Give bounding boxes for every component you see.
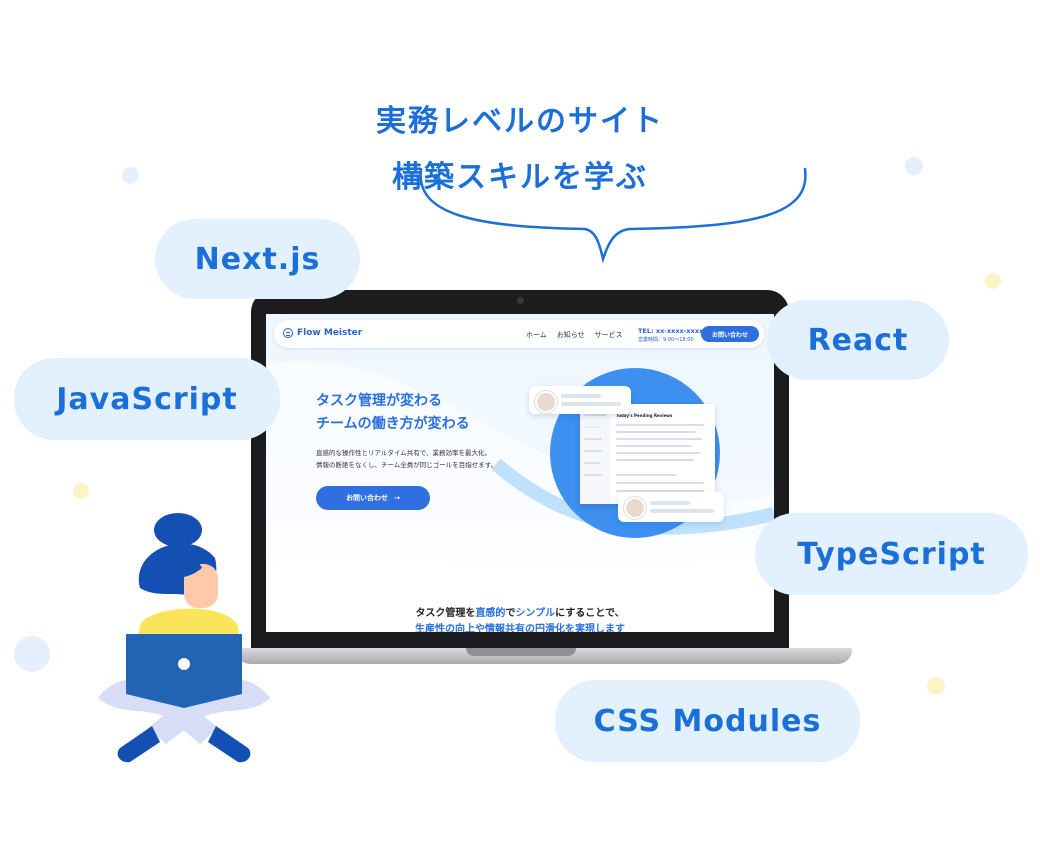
decor-dot: [73, 483, 89, 499]
logo-icon: [283, 328, 293, 338]
hero-title-line-2: チームの働き方が変わる: [316, 416, 470, 432]
headline: 実務レベルのサイト 構築スキルを学ぶ: [0, 94, 1040, 206]
profile-card-top: [529, 386, 631, 414]
laptop-camera: [517, 297, 524, 304]
tag-javascript: JavaScript: [14, 358, 280, 440]
hero-description-line-1: 直感的な操作性とリアルタイム共有で、業務効率を最大化。: [316, 449, 492, 457]
laptop-base: [236, 648, 852, 664]
hero-description: 直感的な操作性とリアルタイム共有で、業務効率を最大化。 情報の断絶をなくし、チー…: [316, 447, 497, 471]
avatar: [535, 391, 557, 413]
feature-statement-line-2: 生産性の向上や情報共有の円滑化を実現します: [415, 624, 625, 632]
nav-link-news[interactable]: お知らせ: [556, 331, 585, 339]
dashboard-title: Today's Pending Reviews: [616, 413, 673, 418]
tel-number: TEL: xx-xxxx-xxxx: [638, 327, 704, 335]
hero-title-line-1: タスク管理が変わる: [316, 393, 442, 409]
dashboard-sidebar: [580, 404, 610, 504]
nav-link-service[interactable]: サービス: [594, 331, 623, 339]
profile-card-bottom: [618, 492, 724, 522]
tag-react: React: [767, 300, 949, 380]
decor-dot: [985, 273, 1001, 289]
hero-wave: [266, 361, 774, 632]
hero-title: タスク管理が変わる チームの働き方が変わる: [316, 390, 470, 436]
laptop-screen: Flow Meister ホーム お知らせ サービス TEL: xx-xxxx-…: [266, 314, 774, 632]
statement-text: タスク管理を: [415, 608, 476, 619]
speech-bubble-tail: [419, 167, 807, 264]
feature-statement-line-1: タスク管理を直感的でシンプルにすることで、: [266, 606, 774, 622]
site-nav-links: ホーム お知らせ サービス: [526, 330, 623, 340]
site-logo[interactable]: Flow Meister: [283, 328, 362, 338]
hero-description-line-2: 情報の断絶をなくし、チーム全員が同じゴールを目指せます。: [316, 461, 498, 469]
person-illustration: [98, 513, 270, 763]
statement-text: にすることで、: [555, 608, 625, 619]
feature-statement: タスク管理を直感的でシンプルにすることで、 生産性の向上や情報共有の円滑化を実現…: [266, 606, 774, 632]
arrow-right-icon: →: [394, 494, 400, 502]
avatar: [624, 497, 646, 519]
site-header: Flow Meister ホーム お知らせ サービス TEL: xx-xxxx-…: [274, 320, 764, 348]
statement-highlight: シンプル: [515, 608, 556, 619]
tag-typescript: TypeScript: [755, 513, 1028, 595]
laptop-notch: [466, 648, 576, 656]
hero-cta-label: お問い合わせ: [346, 494, 389, 502]
tag-css-modules: CSS Modules: [555, 680, 860, 762]
dashboard-mockup: Today's Pending Reviews: [580, 404, 715, 504]
business-hours: 営業時間：9:00〜18:00: [638, 337, 694, 343]
statement-highlight: 直感的: [475, 608, 506, 619]
decor-dot: [927, 677, 945, 695]
nav-contact-button[interactable]: お問い合わせ: [701, 326, 759, 342]
headline-line-1: 実務レベルのサイト: [376, 104, 664, 139]
contact-tel: TEL: xx-xxxx-xxxx 営業時間：9:00〜18:00: [638, 327, 703, 345]
headline-line-2: 構築スキルを学ぶ: [392, 160, 648, 195]
decor-dot: [905, 157, 923, 175]
logo-text: Flow Meister: [297, 328, 363, 338]
nav-link-home[interactable]: ホーム: [526, 331, 547, 339]
decor-dot: [14, 636, 50, 672]
tag-nextjs: Next.js: [155, 219, 360, 299]
hero-contact-button[interactable]: お問い合わせ →: [316, 486, 430, 510]
statement-text: で: [505, 608, 516, 619]
decor-dot: [122, 167, 139, 184]
